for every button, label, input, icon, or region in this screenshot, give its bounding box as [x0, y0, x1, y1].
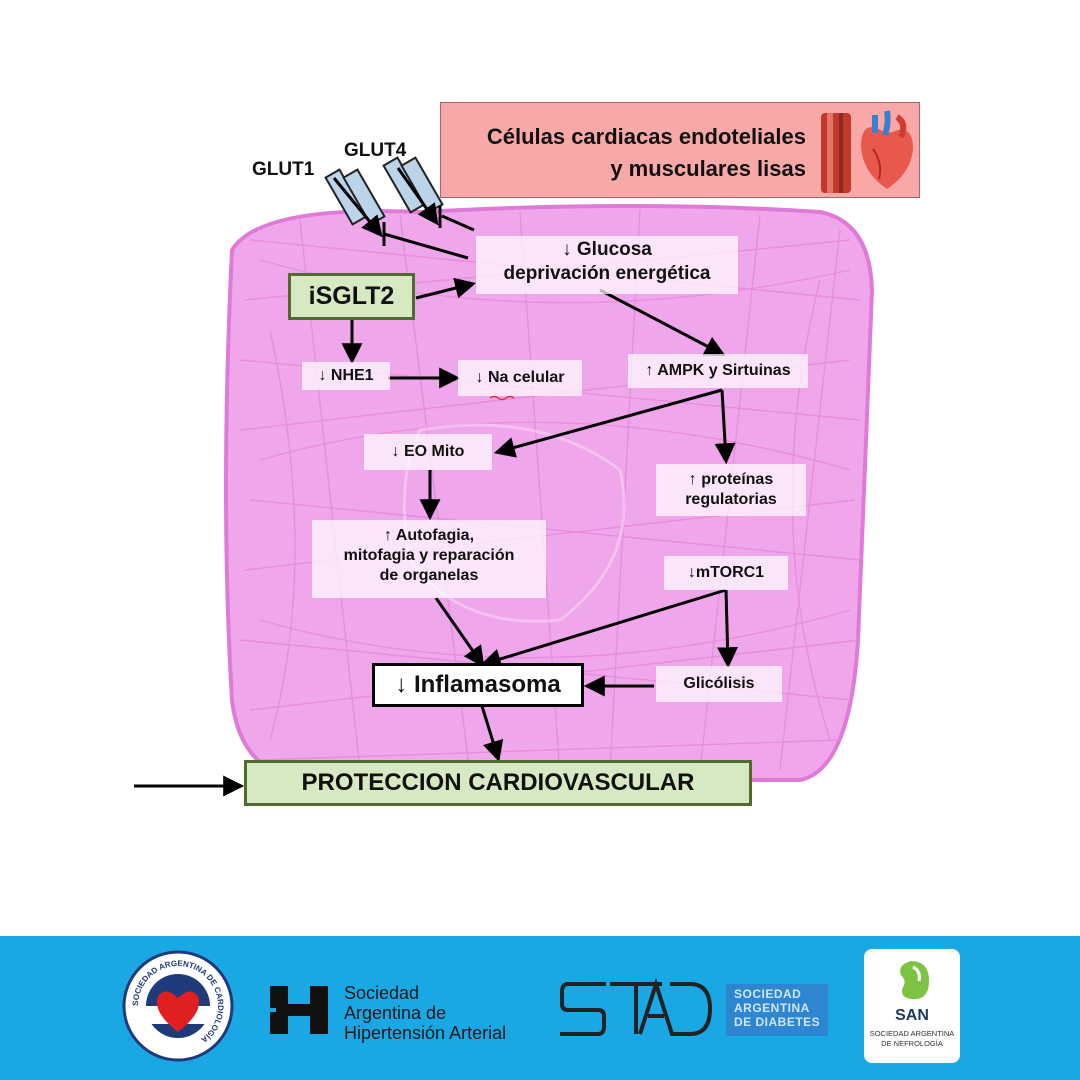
proteinas-line1: ↑ proteínas: [688, 471, 774, 488]
autofagia-line3: de organelas: [379, 567, 479, 584]
sah-h-logo: [266, 986, 328, 1034]
glut1-label: GLUT1: [252, 159, 315, 180]
proteccion-cardiovascular-box: PROTECCION CARDIOVASCULAR: [244, 760, 752, 806]
autofagia-line1: ↑ Autofagia,: [383, 527, 475, 544]
spellcheck-underline: [489, 395, 515, 401]
autofagia-node: ↑ Autofagia, mitofagia y reparación de o…: [312, 520, 546, 598]
san-logo-card: SAN SOCIEDAD ARGENTINA DE NEFROLOGÍA: [864, 949, 960, 1063]
eo-mito-node: ↓ EO Mito: [364, 434, 492, 470]
proteinas-line2: regulatorias: [685, 491, 777, 508]
inflamasoma-box: ↓ Inflamasoma: [372, 663, 584, 707]
blood-vessel-icon: [821, 113, 851, 193]
proteinas-regulatorias-node: ↑ proteínas regulatorias: [656, 464, 806, 516]
sad-name-box: SOCIEDAD ARGENTINA DE DIABETES: [726, 984, 828, 1036]
glut-transporters: [324, 156, 444, 226]
isglt2-box: iSGLT2: [288, 273, 415, 320]
heart-icon: [156, 991, 200, 1032]
san-abbr: SAN: [895, 1007, 929, 1024]
san-name: SOCIEDAD ARGENTINA DE NEFROLOGÍA: [869, 1029, 955, 1048]
cell-type-header: Células cardiacas endoteliales y muscula…: [440, 102, 920, 198]
glucosa-node: ↓ Glucosa deprivación energética: [476, 236, 738, 294]
header-title-line1: Células cardiacas endoteliales: [486, 124, 806, 149]
nhe1-node: ↓ NHE1: [302, 362, 390, 390]
glicolisis-node: Glicólisis: [656, 666, 782, 702]
glut4-label: GLUT4: [344, 140, 407, 161]
sah-name: Sociedad Argentina de Hipertensión Arter…: [344, 983, 507, 1043]
glut4-channel-icon: [382, 156, 444, 214]
heart-icon: [861, 110, 913, 189]
sac-logo: SOCIEDAD ARGENTINA DE CARDIOLOGÍA: [122, 950, 234, 1062]
ampk-sirtuinas-node: ↑ AMPK y Sirtuinas: [628, 354, 808, 388]
sad-letter-logo: [560, 978, 713, 1036]
autofagia-line2: mitofagia y reparación: [343, 547, 515, 564]
glucosa-line2: deprivación energética: [503, 262, 711, 284]
kidney-icon: [900, 961, 929, 1000]
mtorc1-node: ↓mTORC1: [664, 556, 788, 590]
na-celular-node: ↓ Na celular: [458, 360, 582, 396]
header-title-line2: y musculares lisas: [610, 155, 806, 181]
glucosa-line1: ↓ Glucosa: [562, 239, 652, 260]
vessel-heart-illustration: [821, 110, 913, 193]
